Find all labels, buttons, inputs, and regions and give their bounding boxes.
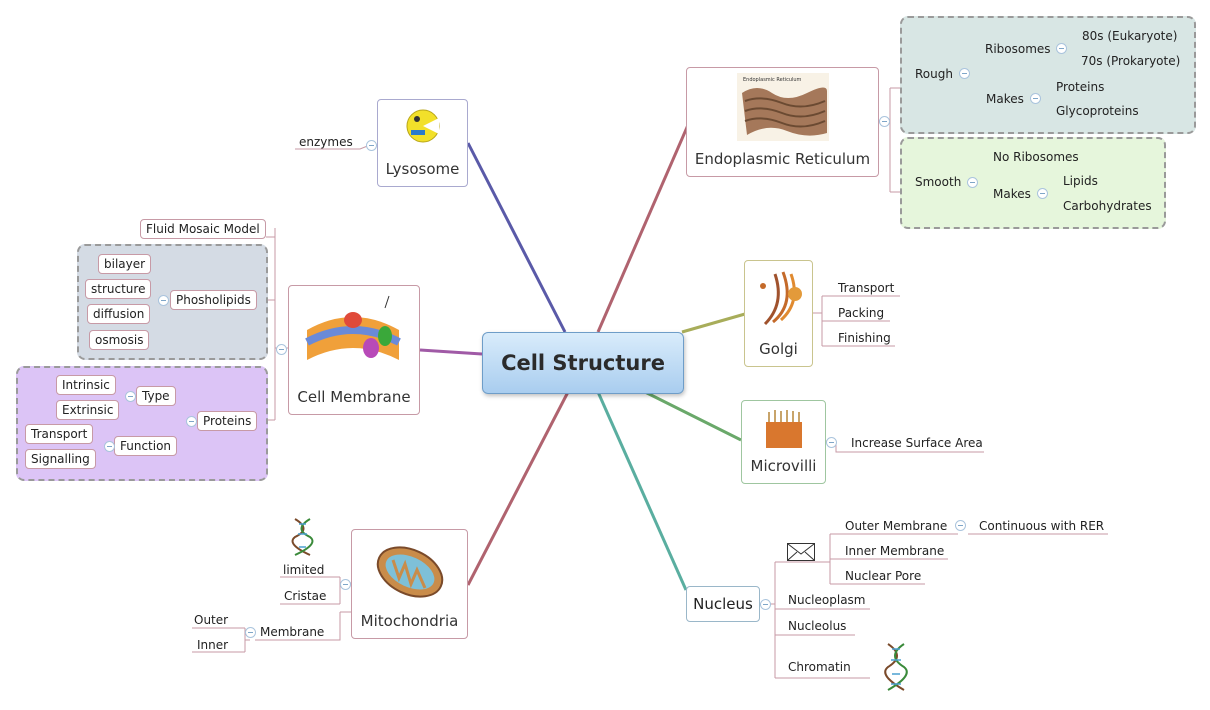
nucleus-nucleoplasm[interactable]: Nucleoplasm [788, 593, 866, 607]
smooth-makes-label[interactable]: Makes [993, 187, 1031, 201]
golgi-illustration [760, 271, 802, 326]
nucleus-continuous-rer[interactable]: Continuous with RER [979, 519, 1105, 533]
envelope-icon [787, 543, 815, 561]
rough-collapse-icon[interactable] [959, 68, 970, 79]
lysosome-title: Lysosome [385, 160, 460, 178]
smooth-collapse-icon[interactable] [967, 177, 978, 188]
cell-membrane-collapse-icon[interactable] [276, 344, 287, 355]
mito-membrane[interactable]: Membrane [260, 625, 325, 639]
protein-signalling[interactable]: Signalling [25, 449, 96, 469]
phospholipid-osmosis[interactable]: osmosis [89, 330, 150, 350]
rough-proteins[interactable]: Proteins [1056, 80, 1105, 94]
mitochondria-illustration [376, 546, 444, 598]
dna-icon [884, 643, 908, 691]
smooth-no-ribosomes[interactable]: No Ribosomes [993, 150, 1079, 164]
smooth-carbohydrates[interactable]: Carbohydrates [1063, 199, 1152, 213]
nucleus-collapse-icon[interactable] [760, 599, 771, 610]
smooth-er-region [900, 137, 1166, 229]
branch-line-er [596, 124, 690, 333]
mito-outer[interactable]: Outer [194, 613, 229, 627]
branch-line-nucleus [596, 391, 688, 591]
fluid-mosaic-model[interactable]: Fluid Mosaic Model [140, 219, 266, 239]
protein-type[interactable]: Type [136, 386, 176, 406]
mitochondria-node[interactable]: Mitochondria [351, 529, 468, 639]
rough-label[interactable]: Rough [915, 67, 953, 81]
dna-icon [291, 518, 314, 556]
microvilli-illustration [766, 410, 802, 448]
lysosome-item-enzymes[interactable]: enzymes [299, 135, 353, 149]
lysosome-illustration [406, 109, 440, 143]
type-collapse-icon[interactable] [125, 391, 136, 402]
rough-makes-label[interactable]: Makes [986, 92, 1024, 106]
ribosome-70s[interactable]: 70s (Prokaryote) [1081, 54, 1181, 68]
protein-intrinsic[interactable]: Intrinsic [56, 375, 116, 395]
protein-function[interactable]: Function [114, 436, 178, 456]
proteins-node[interactable]: Proteins [197, 411, 258, 431]
protein-transport[interactable]: Transport [25, 424, 94, 444]
er-image-caption: Endoplasmic Reticulum [743, 77, 802, 83]
branch-line-membrane [419, 348, 483, 356]
ribosomes-label[interactable]: Ribosomes [985, 42, 1051, 56]
mito-cristae[interactable]: Cristae [284, 589, 327, 603]
lysosome-node[interactable]: Lysosome [377, 99, 468, 187]
proteins-collapse-icon[interactable] [186, 416, 197, 427]
nucleus-nuclear-pore[interactable]: Nuclear Pore [845, 569, 922, 583]
lysosome-collapse-icon[interactable] [366, 140, 377, 151]
membrane-collapse-icon[interactable] [245, 627, 256, 638]
smooth-label[interactable]: Smooth [915, 175, 962, 189]
smooth-makes-collapse-icon[interactable] [1037, 188, 1048, 199]
nucleus-inner-membrane[interactable]: Inner Membrane [845, 544, 945, 558]
nucleus-outer-membrane[interactable]: Outer Membrane [845, 519, 948, 533]
phospholipid-structure[interactable]: structure [85, 279, 152, 299]
er-node[interactable]: Endoplasmic Reticulum Endoplasmic Reticu… [686, 67, 879, 177]
phospholipids-collapse-icon[interactable] [158, 295, 169, 306]
branch-line-lysosome [466, 142, 567, 333]
phospholipid-bilayer[interactable]: bilayer [98, 254, 152, 274]
nucleus-nucleolus[interactable]: Nucleolus [788, 619, 847, 633]
golgi-item-packing[interactable]: Packing [838, 306, 885, 320]
cell-membrane-title: Cell Membrane [297, 388, 411, 406]
outer-membrane-collapse-icon[interactable] [955, 520, 966, 531]
microvilli-node[interactable]: Microvilli [741, 400, 826, 484]
microvilli-collapse-icon[interactable] [826, 437, 837, 448]
golgi-title: Golgi [759, 340, 798, 358]
ribosomes-collapse-icon[interactable] [1056, 43, 1067, 54]
golgi-node[interactable]: Golgi [744, 260, 813, 367]
microvilli-title: Microvilli [750, 457, 817, 475]
rough-glycoproteins[interactable]: Glycoproteins [1056, 104, 1139, 118]
er-illustration: Endoplasmic Reticulum [737, 73, 829, 141]
phospholipid-diffusion[interactable]: diffusion [87, 304, 151, 324]
nucleus-node[interactable]: Nucleus [686, 586, 760, 622]
nucleus-chromatin[interactable]: Chromatin [788, 660, 851, 674]
cell-membrane-illustration [305, 295, 401, 360]
er-collapse-icon[interactable] [879, 116, 890, 127]
ribosome-80s[interactable]: 80s (Eukaryote) [1082, 29, 1178, 43]
protein-extrinsic[interactable]: Extrinsic [56, 400, 120, 420]
cell-membrane-node[interactable]: Cell Membrane [288, 285, 420, 415]
golgi-item-transport[interactable]: Transport [838, 281, 895, 295]
branch-line-mito [466, 391, 570, 586]
golgi-item-finishing[interactable]: Finishing [838, 331, 891, 345]
microvilli-item-surface-area[interactable]: Increase Surface Area [851, 436, 983, 450]
central-topic[interactable]: Cell Structure [482, 332, 684, 394]
mitochondria-title: Mitochondria [360, 612, 459, 630]
mito-limited[interactable]: limited [283, 563, 325, 577]
rough-makes-collapse-icon[interactable] [1030, 93, 1041, 104]
branch-line-golgi [681, 312, 746, 334]
mito-collapse-icon-upper[interactable] [340, 579, 351, 590]
function-collapse-icon[interactable] [104, 441, 115, 452]
branch-line-microvilli [644, 390, 742, 442]
er-title: Endoplasmic Reticulum [694, 150, 871, 168]
smooth-lipids[interactable]: Lipids [1063, 174, 1098, 188]
mito-inner[interactable]: Inner [197, 638, 229, 652]
phospholipids-node[interactable]: Phosholipids [170, 290, 257, 310]
rough-er-region [900, 16, 1196, 134]
